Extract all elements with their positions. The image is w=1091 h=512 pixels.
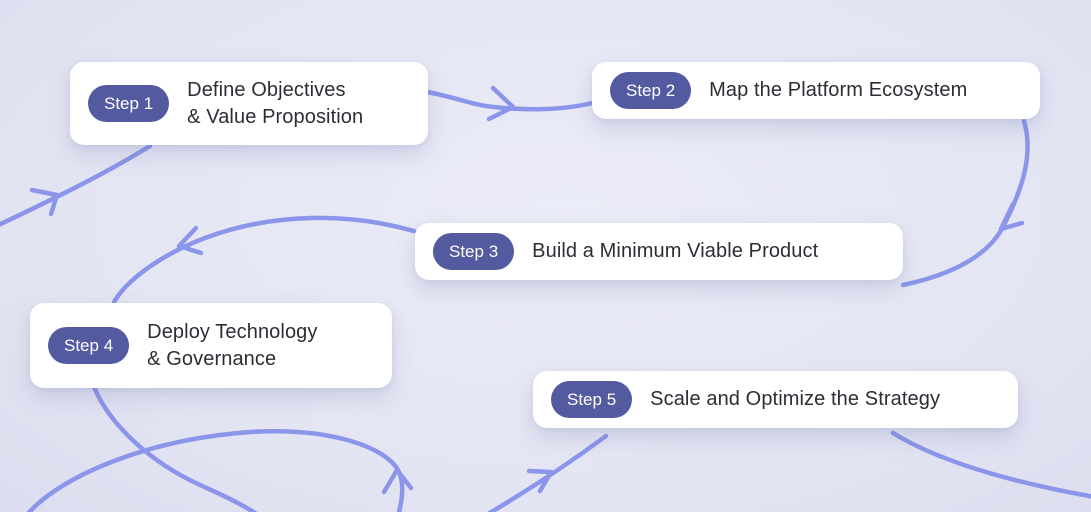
- step-badge: Step 4: [48, 327, 130, 364]
- connector-step5-tail: [890, 430, 1091, 499]
- arrow-entry-to-step1: [0, 143, 153, 227]
- arrowhead-icon: [526, 468, 554, 494]
- step-card-5: Step 5 Scale and Optimize the Strategy: [533, 371, 1018, 428]
- step-title: Deploy Technology & Governance: [147, 321, 318, 370]
- step-card-3: Step 3 Build a Minimum Viable Product: [415, 223, 903, 280]
- step-title: Build a Minimum Viable Product: [532, 240, 819, 263]
- step-title: Map the Platform Ecosystem: [709, 79, 968, 102]
- arrowhead-icon: [176, 225, 204, 256]
- connector-bottom-loop: [26, 429, 414, 512]
- step-badge: Step 3: [433, 233, 515, 270]
- step-badge: Step 2: [610, 72, 692, 109]
- step-card-1: Step 1 Define Objectives & Value Proposi…: [70, 62, 428, 145]
- arrow-to-step5: [486, 433, 609, 512]
- arrowhead-icon: [29, 187, 60, 217]
- arrow-step1-to-step2: [424, 85, 595, 122]
- arrow-step2-to-step3: [900, 118, 1030, 288]
- step-title: Scale and Optimize the Strategy: [650, 388, 941, 411]
- step-card-2: Step 2 Map the Platform Ecosystem: [592, 62, 1040, 119]
- arrowhead-icon: [381, 467, 414, 495]
- arrowhead-icon: [486, 85, 516, 122]
- step-badge: Step 1: [88, 85, 170, 122]
- step-card-4: Step 4 Deploy Technology & Governance: [30, 303, 392, 388]
- connector-step4-tail: [91, 384, 258, 512]
- step-title: Define Objectives & Value Proposition: [187, 79, 364, 128]
- step-badge: Step 5: [551, 381, 633, 418]
- arrowhead-icon: [998, 201, 1025, 232]
- arrow-step3-to-step4: [111, 215, 417, 305]
